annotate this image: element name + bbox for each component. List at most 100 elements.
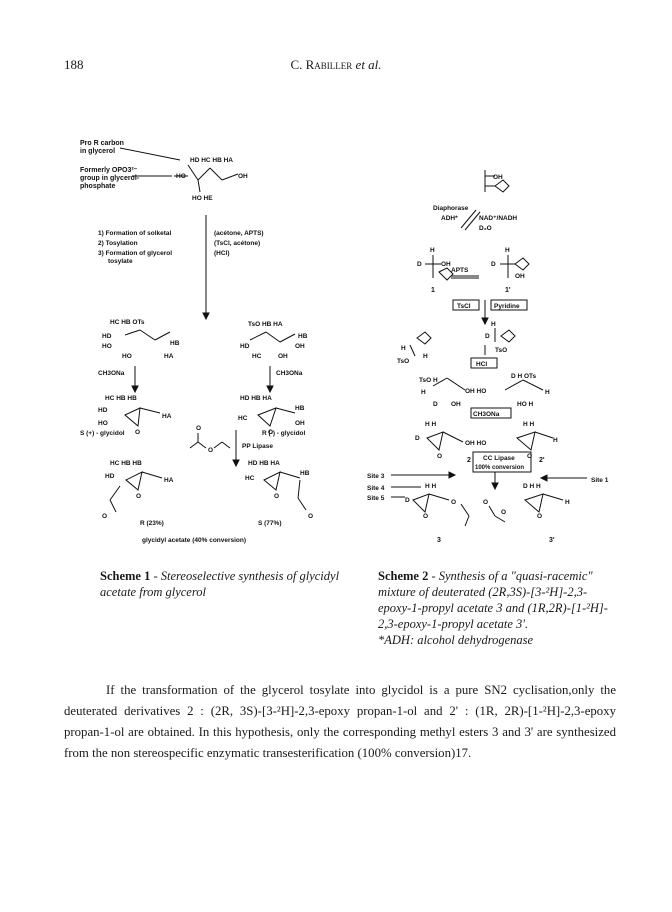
- reagent-1: (acétone, APTS): [214, 230, 264, 237]
- scheme2-caption-line-3: epoxy-1-propyl acetate 3 and (1R,2R)-[1-…: [378, 601, 608, 615]
- pyridine-box: [490, 299, 528, 311]
- svg-text:HO: HO: [176, 173, 186, 180]
- glycidol-s: HC HB HB HD HO HA O: [98, 395, 172, 436]
- scheme2-caption-line-1: - Synthesis of a "quasi-racemic": [431, 569, 593, 583]
- reagent-2: (TsCl, acétone): [214, 240, 260, 247]
- svg-text:HD: HD: [102, 333, 112, 340]
- svg-text:TsO H: TsO H: [419, 377, 438, 384]
- svg-text:HA: HA: [162, 413, 172, 420]
- svg-text:HC HB HB: HC HB HB: [110, 460, 142, 467]
- compound-1p: H D OH: [491, 247, 530, 280]
- pro-r-label-1: Pro R carbon: [80, 140, 124, 147]
- svg-text:HO: HO: [102, 343, 112, 350]
- paragraph-line-1: If the transformation of the glycerol to…: [64, 683, 616, 718]
- hcl-label: HCl: [476, 361, 487, 368]
- svg-text:OH HO: OH HO: [465, 440, 486, 447]
- s-glycidol-label: S (+) - glycidol: [80, 430, 125, 437]
- svg-text:O: O: [196, 425, 201, 432]
- svg-text:HD HB HA: HD HB HA: [240, 395, 272, 402]
- num-2: 2: [467, 457, 471, 464]
- svg-text:H: H: [401, 345, 406, 352]
- svg-text:HB: HB: [295, 405, 305, 412]
- svg-text:D: D: [415, 435, 420, 442]
- acetate-r: HC HB HB HD HA O O: [102, 460, 174, 520]
- conversion-label: 100% conversion: [475, 465, 524, 471]
- svg-text:HB: HB: [300, 470, 310, 477]
- nad-label: NAD⁺/NADH: [479, 215, 517, 222]
- glycidyl-acetate-label: glycidyl acetate (40% conversion): [142, 537, 246, 544]
- paragraph-line-2: derivatives 2 : (2R, 3S)-[3-²H]-2,3-epox…: [64, 704, 616, 739]
- num-3p: 3': [549, 537, 555, 544]
- step-2: 2) Tosylation: [98, 240, 138, 247]
- svg-text:O: O: [208, 447, 213, 454]
- svg-text:HD: HD: [105, 473, 115, 480]
- svg-text:H: H: [505, 247, 510, 254]
- svg-text:HO HE: HO HE: [192, 195, 213, 202]
- svg-text:H: H: [430, 247, 435, 254]
- tosylate-left: HC HB OTs HD HO HB HO HA: [102, 319, 180, 360]
- scheme1-caption-title: Scheme 1: [100, 569, 151, 583]
- num-2p: 2': [539, 457, 545, 464]
- svg-text:OH HO: OH HO: [465, 388, 486, 395]
- scheme2-ch3ona-label: CH3ONa: [473, 411, 500, 418]
- svg-text:D H OTs: D H OTs: [511, 373, 537, 380]
- scheme1-caption-text: - Stereoselective synthesis of glycidyl …: [100, 569, 340, 599]
- svg-text:OH: OH: [295, 420, 305, 427]
- formerly-label-2: group in glycerol-: [80, 175, 140, 182]
- svg-text:OH: OH: [515, 273, 525, 280]
- scheme2-caption-line-5: *ADH: alcohol dehydrogenase: [378, 633, 534, 647]
- svg-text:TsO HB HA: TsO HB HA: [248, 321, 283, 328]
- tscl-label: TsCl: [457, 303, 471, 310]
- svg-text:D: D: [405, 497, 410, 504]
- svg-text:H H: H H: [523, 421, 535, 428]
- svg-text:TsO: TsO: [397, 358, 409, 365]
- svg-text:O: O: [451, 499, 456, 506]
- vinyl-acetate: O O: [189, 425, 231, 454]
- svg-text:HC HB HB: HC HB HB: [105, 395, 137, 402]
- acetate-s: HD HB HA HC HB O O: [245, 460, 313, 520]
- svg-text:O: O: [501, 509, 506, 516]
- svg-text:O: O: [437, 453, 442, 460]
- svg-text:O: O: [537, 513, 542, 520]
- svg-text:OH: OH: [278, 353, 288, 360]
- svg-text:H: H: [553, 437, 558, 444]
- formerly-label-3: phosphate: [80, 183, 115, 190]
- svg-text:O: O: [483, 499, 488, 506]
- cc-lipase-label: CC Lipase: [483, 455, 515, 462]
- svg-text:H H: H H: [425, 483, 437, 490]
- pp-lipase-label: PP Lipase: [242, 443, 273, 450]
- svg-text:D: D: [491, 261, 496, 268]
- svg-text:D: D: [417, 261, 422, 268]
- diaphorase-label: Diaphorase: [433, 205, 469, 212]
- svg-text:O: O: [102, 513, 107, 520]
- svg-text:H: H: [421, 389, 426, 396]
- tosylated-diol-left: H TsO H: [397, 331, 432, 365]
- svg-text:OH: OH: [441, 261, 451, 268]
- scheme2-caption: Scheme 2 - Synthesis of a "quasi-racemic…: [378, 568, 628, 648]
- svg-text:HD HB HA: HD HB HA: [248, 460, 280, 467]
- adh-label: ADH*: [441, 215, 458, 222]
- pro-r-arrow: [119, 147, 181, 161]
- svg-text:HD HC HB HA: HD HC HB HA: [190, 157, 233, 164]
- svg-text:HC: HC: [238, 415, 248, 422]
- svg-text:O: O: [136, 493, 141, 500]
- reagent-3: (HCl): [214, 250, 230, 257]
- svg-text:H: H: [423, 353, 428, 360]
- svg-text:HB: HB: [170, 340, 180, 347]
- svg-text:OH: OH: [295, 343, 305, 350]
- svg-text:HC HB OTs: HC HB OTs: [110, 319, 145, 326]
- svg-text:HO: HO: [122, 353, 132, 360]
- scheme1-caption: Scheme 1 - Stereoselective synthesis of …: [100, 568, 360, 600]
- svg-text:H: H: [491, 321, 496, 328]
- svg-text:HA: HA: [164, 353, 174, 360]
- num-3: 3: [437, 537, 441, 544]
- scheme2-caption-line-2: mixture of deuterated (2R,3S)-[3-²H]-2,3…: [378, 585, 588, 599]
- svg-text:D: D: [485, 333, 490, 340]
- ch3ona-right: CH3ONa: [276, 370, 303, 377]
- page-number: 188: [64, 57, 84, 72]
- r-glycidol-label: R (-) - glycidol: [262, 430, 306, 437]
- num-1p: 1': [505, 287, 511, 294]
- pro-r-label-2: in glycerol: [80, 148, 115, 155]
- svg-text:OH: OH: [493, 174, 503, 181]
- scheme2-top-ketal: OH: [484, 170, 510, 193]
